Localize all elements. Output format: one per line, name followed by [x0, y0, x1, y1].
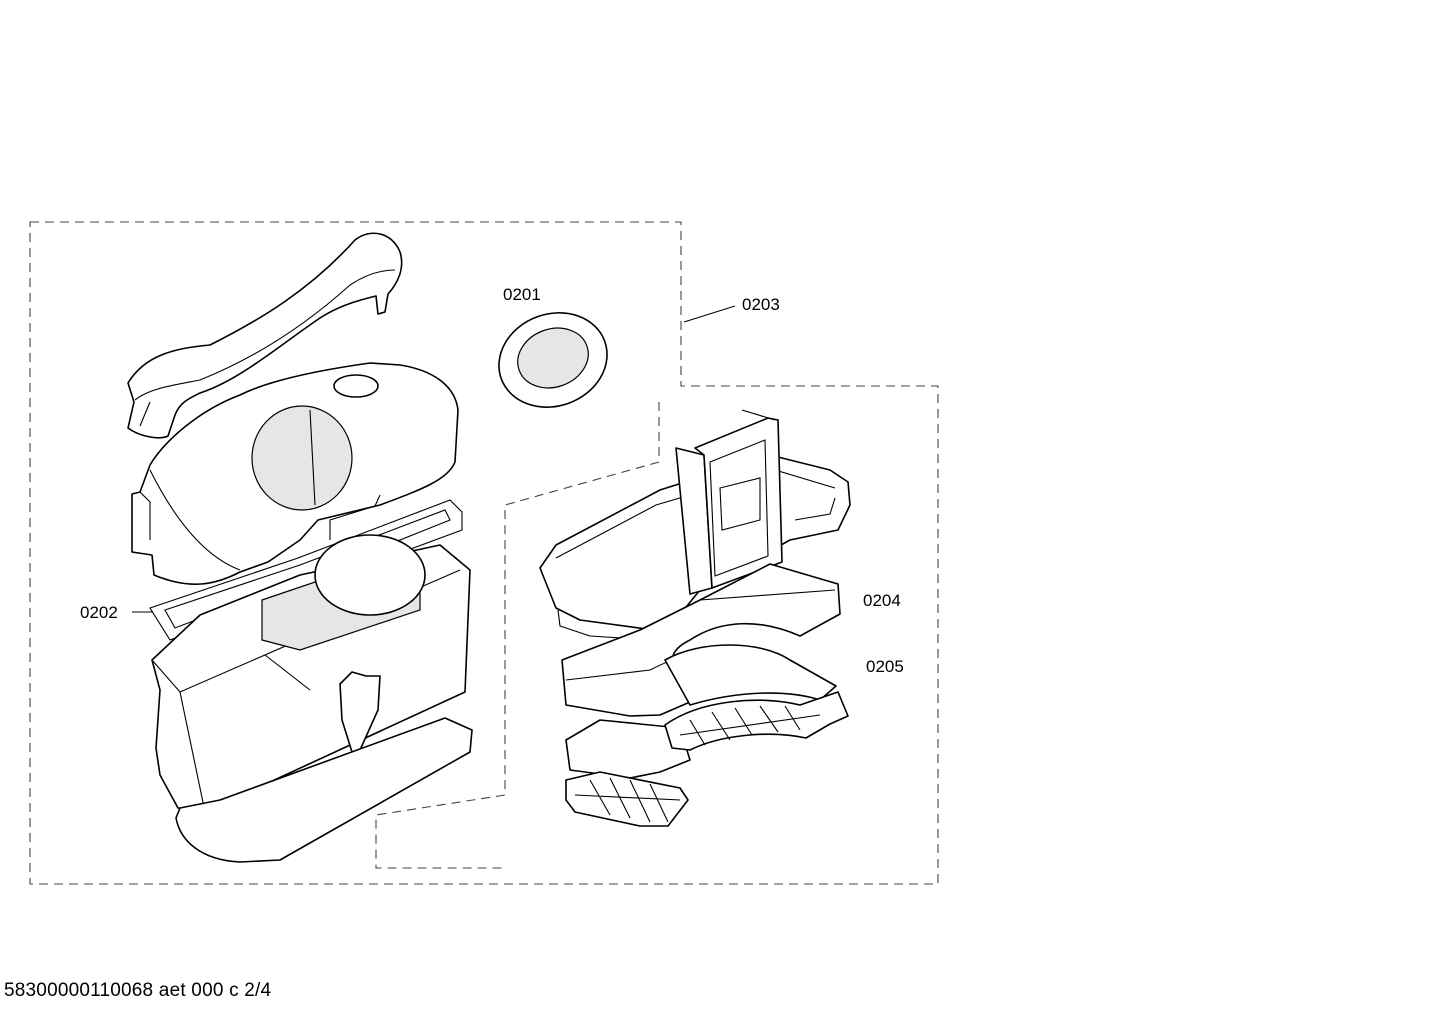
container-box-part [151, 534, 471, 813]
subassembly-divider [375, 402, 660, 869]
label-0203: 0203 [742, 295, 780, 314]
label-0201: 0201 [503, 285, 541, 304]
base-tray-part [175, 717, 473, 863]
assembly-outline [29, 221, 939, 885]
thin-filter-part [565, 644, 837, 779]
label-0204: 0204 [863, 591, 901, 610]
filter-holder-part [539, 409, 851, 641]
lid-part [131, 362, 459, 585]
label-0202: 0202 [80, 603, 118, 622]
ring-seal-part [498, 312, 608, 408]
document-code: 58300000110068 aet 000 c 2/4 [4, 980, 272, 1001]
handle-part [127, 232, 403, 439]
grid-support-part [565, 691, 849, 827]
leader-0203 [683, 305, 736, 323]
label-0205: 0205 [866, 657, 904, 676]
